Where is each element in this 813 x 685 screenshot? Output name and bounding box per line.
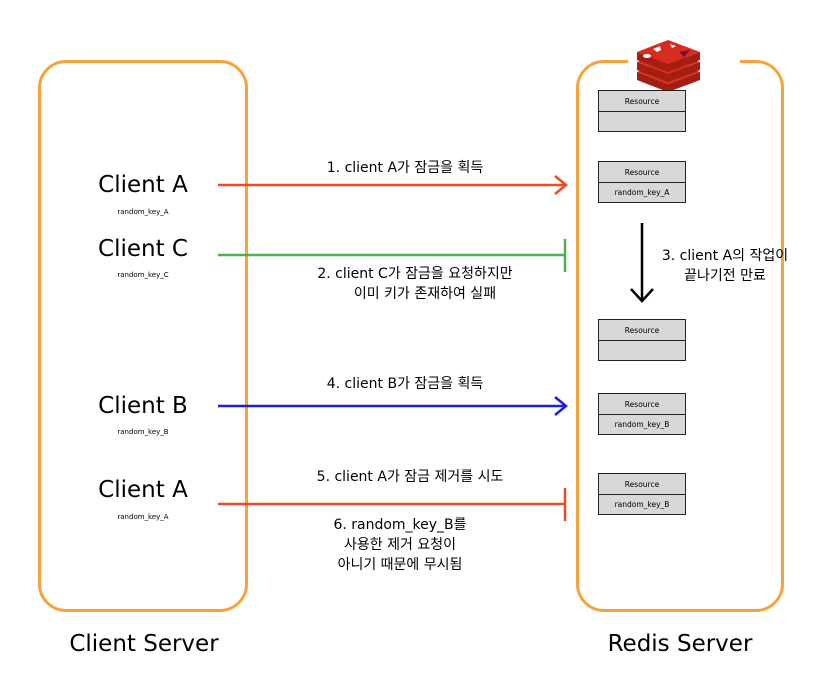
step-6-label-line2: 사용한 제거 요청이 bbox=[344, 537, 456, 553]
client-c-key: random_key_C bbox=[117, 271, 169, 279]
redis-server-label: Redis Server bbox=[607, 631, 753, 657]
resource-block: Resource random_key_B bbox=[598, 393, 686, 435]
resource-block: Resource random_key_A bbox=[598, 161, 686, 203]
step-6-label-line1: 6. random_key_B를 bbox=[333, 517, 467, 533]
client-a-name: Client A bbox=[98, 172, 188, 198]
client-b-name: Client B bbox=[98, 393, 188, 419]
resource-block: Resource bbox=[598, 319, 686, 361]
client-a2-name: Client A bbox=[98, 477, 188, 503]
resource-block: Resource random_key_B bbox=[598, 473, 686, 515]
resource-key bbox=[599, 340, 685, 360]
step-2-label-line2: 이미 키가 존재하여 실패 bbox=[353, 286, 497, 302]
arrow-step-1-head bbox=[554, 175, 568, 195]
step-5-label: 5. client A가 잠금 제거를 시도 bbox=[316, 469, 504, 485]
resource-key: random_key_B bbox=[599, 414, 685, 434]
resource-label: Resource bbox=[624, 167, 660, 177]
step-3-label-line2: 끝나기전 만료 bbox=[684, 268, 766, 284]
resource-key: random_key_B bbox=[599, 494, 685, 514]
resource-label: Resource bbox=[624, 399, 660, 409]
client-server-label: Client Server bbox=[69, 631, 219, 657]
arrow-step-4-head bbox=[554, 396, 568, 416]
redis-box-gap bbox=[628, 50, 740, 70]
step-1-label: 1. client A가 잠금을 획득 bbox=[326, 160, 484, 176]
client-a-key: random_key_A bbox=[117, 208, 169, 216]
resource-label: Resource bbox=[624, 325, 660, 335]
client-server-box bbox=[38, 60, 248, 612]
step-2-label-line1: 2. client C가 잠금을 요청하지만 bbox=[317, 266, 513, 282]
client-a2-key: random_key_A bbox=[117, 513, 169, 521]
resource-key: random_key_A bbox=[599, 182, 685, 202]
step-6-label-line3: 아니기 때문에 무시됨 bbox=[337, 557, 463, 573]
resource-label: Resource bbox=[624, 96, 660, 106]
step-3-label-line1: 3. client A의 작업이 bbox=[661, 248, 789, 264]
client-c-name: Client C bbox=[98, 236, 188, 262]
step-4-label: 4. client B가 잠금을 획득 bbox=[326, 376, 484, 392]
resource-label: Resource bbox=[624, 479, 660, 489]
resource-block: Resource bbox=[598, 90, 686, 132]
client-b-key: random_key_B bbox=[117, 428, 169, 436]
resource-key bbox=[599, 111, 685, 131]
